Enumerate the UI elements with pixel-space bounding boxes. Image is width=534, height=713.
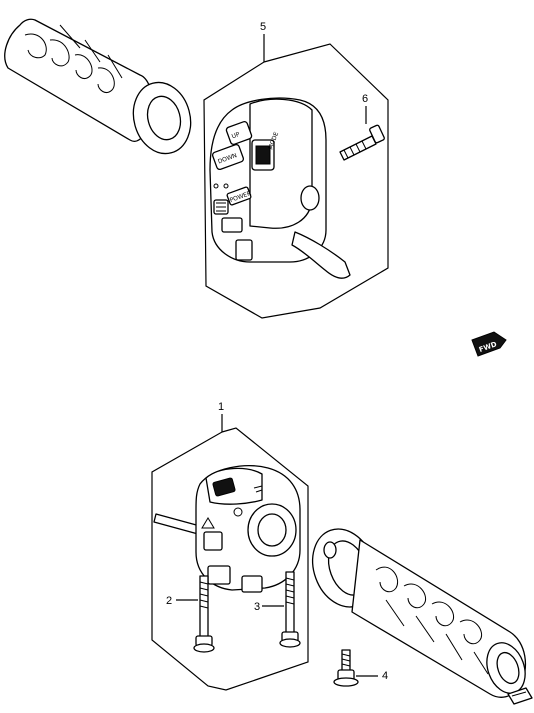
callout-2: 2 <box>166 595 198 607</box>
callout-label-3: 3 <box>254 601 260 613</box>
callout-5: 5 <box>260 21 266 62</box>
callout-6: 6 <box>362 93 368 124</box>
right-handlebar-switch[interactable]: UP DOWN MODE POWER <box>209 97 351 279</box>
fwd-direction-badge: FWD <box>471 331 507 357</box>
callout-label-4: 4 <box>382 670 388 682</box>
callout-label-1: 1 <box>218 401 224 413</box>
callout-1: 1 <box>218 401 224 432</box>
kit-outline-5 <box>203 43 389 319</box>
screw-2[interactable] <box>193 575 215 653</box>
callout-label-5: 5 <box>260 21 266 33</box>
callout-label-2: 2 <box>166 595 172 607</box>
kit-outline-1 <box>151 427 309 691</box>
screw-6[interactable] <box>339 124 385 161</box>
callout-label-6: 6 <box>362 93 368 105</box>
label-up: UP <box>231 131 241 140</box>
corner-icon <box>507 687 533 705</box>
callout-4: 4 <box>356 670 388 682</box>
right-grip-bottom[interactable] <box>302 520 532 698</box>
bolt-4[interactable] <box>333 649 359 687</box>
callout-3: 3 <box>254 601 284 613</box>
screw-3[interactable] <box>279 571 301 648</box>
left-grip-top[interactable] <box>4 18 199 160</box>
left-handlebar-switch[interactable] <box>153 465 301 593</box>
